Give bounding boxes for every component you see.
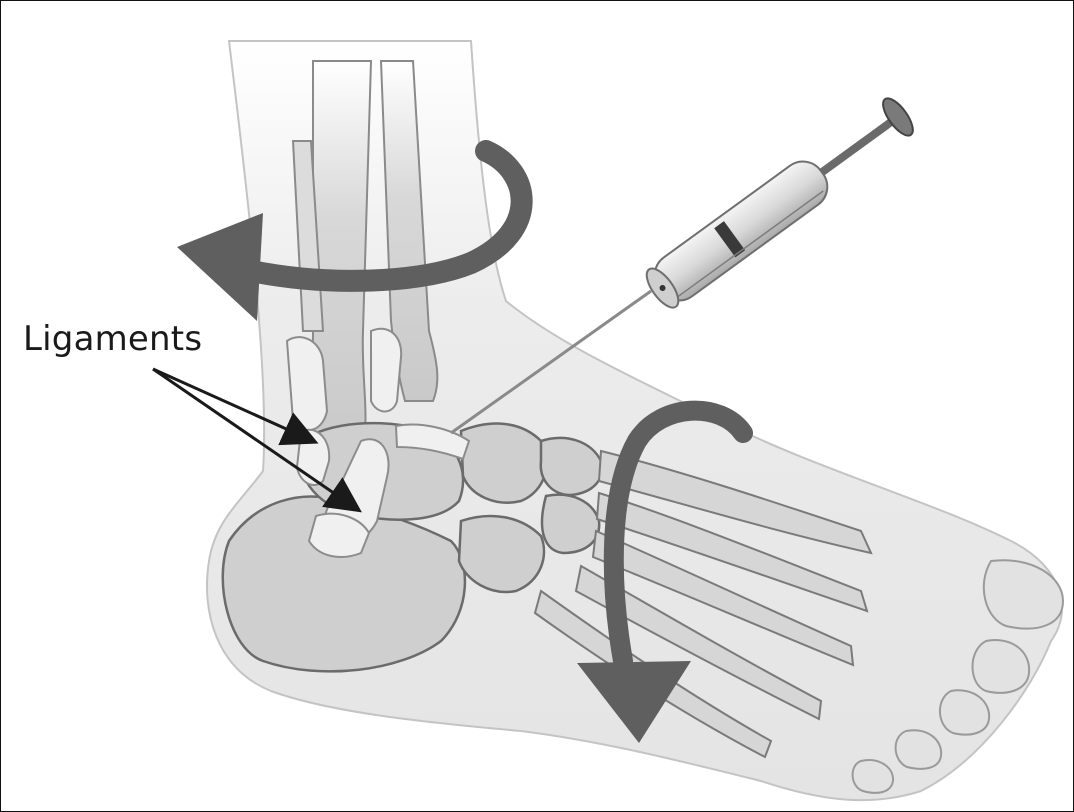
ligaments-label: Ligaments [23, 319, 202, 359]
syringe [451, 92, 919, 433]
